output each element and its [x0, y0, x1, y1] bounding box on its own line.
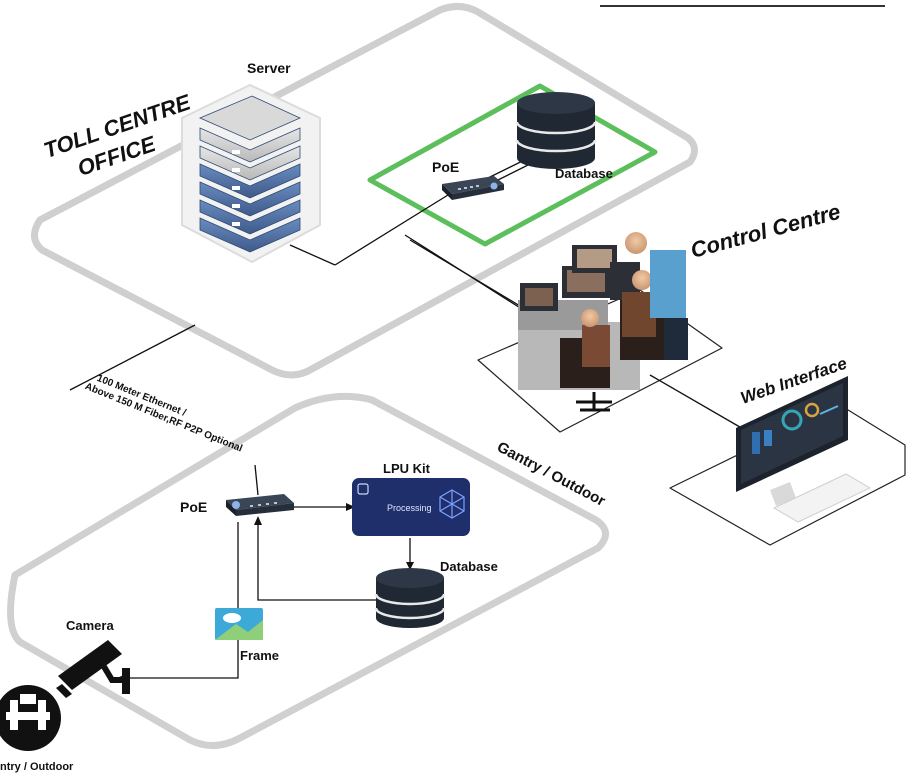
office-to-gantry-link — [69, 324, 196, 391]
frame-label: Frame — [240, 648, 279, 663]
server-to-poe-link-2 — [334, 194, 449, 266]
database-cylinder-icon — [515, 92, 597, 169]
database-to-poe-return — [257, 522, 378, 601]
server-rack-icon — [181, 83, 321, 264]
toll-centre-office-zone — [31, 3, 698, 379]
camera-label: Camera — [66, 618, 114, 633]
database-zone — [367, 83, 658, 247]
image-frame-icon — [215, 608, 263, 640]
operators-workstation-icon — [518, 232, 688, 412]
camera-to-frame-link — [122, 522, 239, 679]
poe-switch-icon — [226, 494, 294, 516]
link-annotation: 100 Meter Ethernet / Above 150 M Fiber,R… — [83, 373, 244, 455]
gantry-icon-label: ntry / Outdoor — [0, 761, 74, 773]
toll-gantry-icon — [0, 685, 61, 751]
header-rule — [600, 5, 885, 7]
lpu-processing-icon — [352, 478, 470, 536]
cctv-camera-icon — [56, 640, 130, 698]
processing-label: Processing — [387, 503, 432, 513]
poe-top-label: PoE — [432, 159, 459, 175]
database-bottom-label: Database — [440, 559, 498, 574]
link-annotation-line2: Above 150 M Fiber,RF P2P Optional — [83, 381, 244, 454]
server-label: Server — [247, 60, 291, 76]
database-top-label: Database — [555, 166, 613, 181]
monitor-dashboard-icon — [736, 376, 872, 523]
poe-switch-icon — [442, 176, 504, 200]
control-to-web-link — [649, 374, 746, 431]
database-cylinder-icon — [374, 568, 446, 628]
control-centre-label: Control Centre — [688, 199, 843, 263]
gantry-outdoor-zone — [7, 392, 609, 749]
lpu-kit-label: LPU Kit — [383, 461, 431, 476]
poe-bottom-label: PoE — [180, 499, 207, 515]
server-to-poe-link — [289, 244, 336, 266]
office-to-gantry-link-2 — [254, 464, 259, 496]
